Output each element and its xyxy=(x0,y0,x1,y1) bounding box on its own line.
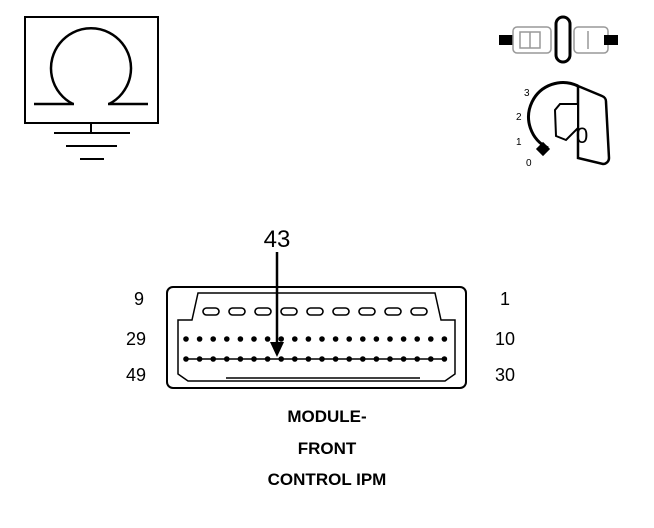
ground-icon xyxy=(54,123,130,160)
connector-pin xyxy=(373,336,380,342)
caption-line-2: FRONT xyxy=(297,439,357,458)
connector-pin xyxy=(387,356,393,362)
connector-pin-blade xyxy=(280,307,298,316)
connector-pin xyxy=(360,356,366,362)
connector-pin xyxy=(332,336,339,342)
pin-label-9: 9 xyxy=(134,289,144,309)
connector-pin xyxy=(373,356,380,362)
pointer-pin-number: 43 xyxy=(264,226,291,253)
connector-pin-blade xyxy=(306,307,324,316)
connector-pin xyxy=(183,356,189,362)
ignition-position-3: 3 xyxy=(524,88,530,99)
caption-line-3: CONTROL IPM xyxy=(267,470,387,489)
connector-pin xyxy=(441,336,448,342)
connector-pin xyxy=(292,356,298,362)
ignition-position-0: 0 xyxy=(526,158,532,169)
pin-label-29: 29 xyxy=(126,329,146,349)
connector-pin xyxy=(305,356,312,362)
connector-pin xyxy=(224,336,230,342)
connector-pin xyxy=(224,356,230,362)
connector-pin xyxy=(278,356,285,362)
connector-pin xyxy=(210,336,216,342)
connector-pin xyxy=(251,336,257,342)
connector-pin xyxy=(414,336,421,342)
connector-pin xyxy=(414,356,421,362)
ignition-key-icon: 3 2 1 0 0 xyxy=(516,81,611,169)
connector-pin xyxy=(278,336,285,342)
connector-pin xyxy=(360,336,366,342)
connector-pin xyxy=(210,356,216,362)
connector-pin xyxy=(196,356,203,362)
connector-pin-blade xyxy=(384,307,402,316)
ignition-position-1: 1 xyxy=(516,137,522,148)
connector-pins xyxy=(183,307,448,362)
ignition-key-label: 0 xyxy=(576,123,588,148)
connector-pin-blade xyxy=(358,307,376,316)
connector-pin xyxy=(264,336,271,342)
connector-pin xyxy=(346,336,353,342)
connector-pin xyxy=(196,336,203,342)
connector-pin-blade xyxy=(254,307,272,316)
connector-pin-blade xyxy=(410,307,428,316)
connector-pin xyxy=(332,356,339,362)
connector-pin xyxy=(264,356,271,362)
connector-pin xyxy=(305,336,312,342)
connector-pin-blade xyxy=(228,307,246,316)
connector-pin xyxy=(346,356,353,362)
connector-pin xyxy=(237,356,244,362)
pin-label-49: 49 xyxy=(126,365,146,385)
ignition-position-2: 2 xyxy=(516,112,522,123)
ohmmeter-icon xyxy=(24,16,159,124)
connector-pin xyxy=(428,336,434,342)
connector-pin xyxy=(183,336,189,342)
connector-pin xyxy=(428,356,434,362)
connector-pin xyxy=(400,356,407,362)
connector-pin xyxy=(319,356,325,362)
pin-43-pointer: 43 xyxy=(264,226,291,357)
connector-pin xyxy=(441,356,448,362)
connector-pin xyxy=(237,336,244,342)
connector-disconnected-icon xyxy=(499,15,618,64)
connector-pin-blade xyxy=(332,307,350,316)
caption-line-1: MODULE- xyxy=(287,407,367,426)
connector-pin xyxy=(251,356,257,362)
pin-label-10: 10 xyxy=(495,329,515,349)
connector-pin xyxy=(400,336,407,342)
connector-pin xyxy=(387,336,393,342)
connector-pin-blade xyxy=(202,307,220,316)
pin-label-30: 30 xyxy=(495,365,515,385)
connector-pin xyxy=(319,336,325,342)
pin-label-1: 1 xyxy=(500,289,510,309)
connector-pin xyxy=(292,336,298,342)
